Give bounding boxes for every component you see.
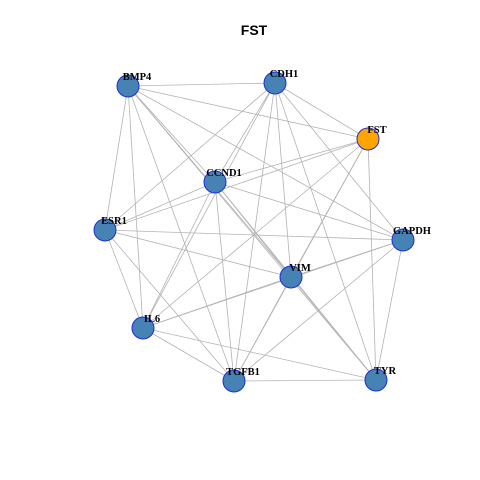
- edge-cdh1-ccnd1: [214, 82, 276, 183]
- node-tyr[interactable]: [364, 368, 388, 392]
- edge-bmp4-il6: [127, 85, 144, 329]
- edge-esr1-tgfb1: [104, 229, 235, 382]
- edge-vim-tgfb1: [233, 276, 292, 382]
- edge-bmp4-gapdh: [127, 85, 404, 241]
- node-esr1[interactable]: [93, 218, 117, 242]
- node-label-gapdh: GAPDH: [393, 226, 431, 237]
- edge-fst-il6: [142, 138, 369, 329]
- edge-esr1-il6: [104, 229, 144, 329]
- node-tgfb1[interactable]: [222, 369, 246, 393]
- edge-bmp4-tgfb1: [127, 85, 235, 382]
- node-label-ccnd1: CCND1: [206, 168, 242, 179]
- node-label-cdh1: CDH1: [270, 69, 299, 80]
- node-fst[interactable]: [356, 127, 380, 151]
- edge-ccnd1-gapdh: [214, 181, 404, 241]
- edge-bmp4-cdh1: [127, 82, 276, 87]
- edge-vim-il6: [142, 276, 292, 329]
- node-label-vim: VIM: [289, 263, 311, 274]
- edge-tgfb1-tyr: [233, 379, 377, 382]
- node-il6[interactable]: [131, 316, 155, 340]
- edge-cdh1-fst: [274, 82, 369, 140]
- edge-gapdh-tyr: [375, 239, 404, 381]
- edge-il6-tgfb1: [142, 327, 235, 382]
- node-label-esr1: ESR1: [101, 216, 127, 227]
- node-vim[interactable]: [279, 265, 303, 289]
- node-label-bmp4: BMP4: [123, 72, 152, 83]
- edge-ccnd1-esr1: [104, 181, 216, 231]
- edge-fst-tyr: [367, 138, 377, 381]
- node-ccnd1[interactable]: [203, 170, 227, 194]
- node-label-fst: FST: [367, 125, 386, 136]
- edge-esr1-vim: [104, 229, 292, 278]
- edge-vim-tyr: [290, 276, 377, 381]
- edge-esr1-gapdh: [104, 229, 404, 241]
- node-cdh1[interactable]: [263, 71, 287, 95]
- edge-cdh1-il6: [142, 82, 276, 329]
- edge-cdh1-gapdh: [274, 82, 404, 241]
- node-gapdh[interactable]: [391, 228, 415, 252]
- edge-bmp4-ccnd1: [127, 85, 216, 183]
- edge-cdh1-vim: [274, 82, 292, 278]
- edge-bmp4-tyr: [127, 85, 377, 381]
- edge-cdh1-tyr: [274, 82, 377, 381]
- node-label-il6: IL6: [144, 314, 160, 325]
- node-label-tgfb1: TGFB1: [226, 367, 260, 378]
- edge-ccnd1-il6: [142, 181, 216, 329]
- edge-bmp4-fst: [127, 85, 369, 140]
- node-label-tyr: TYR: [374, 366, 397, 377]
- diagram-title: FST: [241, 22, 268, 38]
- edge-layer: [104, 82, 404, 382]
- edge-bmp4-esr1: [104, 85, 129, 231]
- node-layer: [93, 71, 415, 393]
- edge-fst-esr1: [104, 138, 369, 231]
- edge-il6-tyr: [142, 327, 377, 381]
- node-bmp4[interactable]: [116, 74, 140, 98]
- edge-fst-ccnd1: [214, 138, 369, 183]
- edge-cdh1-esr1: [104, 82, 276, 231]
- edge-ccnd1-tgfb1: [214, 181, 235, 382]
